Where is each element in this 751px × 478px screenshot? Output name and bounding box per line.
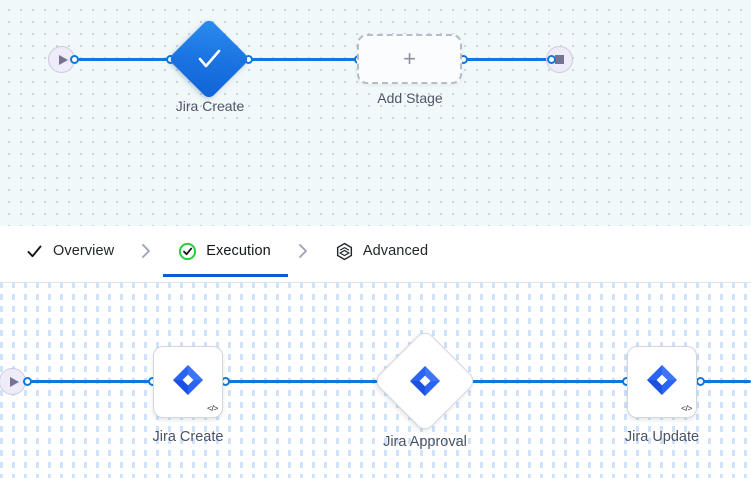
pipeline-step-tabs: Overview Execution [0,226,751,283]
check-icon [25,242,44,261]
node-label-jira-update: Jira Update [624,429,700,445]
node-label-jira-create-top: Jira Create [175,98,245,114]
port-jira-update-out[interactable] [696,377,705,386]
add-stage-button[interactable]: + [357,34,462,84]
tab-label-execution: Execution [206,243,271,259]
edge-start-to-jira-create [74,58,172,61]
plus-icon: + [403,46,416,71]
node-label-jira-approval: Jira Approval [383,434,467,450]
edge-jira-create-to-add-stage [248,58,358,61]
tab-label-overview: Overview [53,243,115,259]
edge-jira-approval-to-jira-update [466,380,626,383]
diamond-shape [167,17,251,101]
stop-icon [555,55,564,64]
tab-separator-1 [117,226,175,276]
execution-steps-canvas[interactable]: </> Jira Create Jira Approval </> [0,283,751,478]
edge-start-to-jira-create [26,380,152,383]
node-label-jira-create: Jira Create [152,429,224,445]
edge-add-stage-to-end [463,58,551,61]
port-end-in[interactable] [547,55,556,64]
port-start-out[interactable] [70,55,79,64]
edge-jira-update-out [700,380,751,383]
node-label-add-stage: Add Stage [377,90,443,106]
layers-hexagon-icon [335,242,354,261]
edge-jira-create-to-jira-approval [225,380,385,383]
tab-label-advanced: Advanced [362,243,429,259]
top-pipeline-canvas[interactable]: Jira Create + Add Stage [0,0,751,226]
tab-advanced[interactable]: Advanced [332,226,431,276]
play-icon [9,376,19,387]
code-badge-jira-update: </> [681,403,692,413]
code-badge-jira-create: </> [207,403,218,413]
node-jira-create-top[interactable] [167,17,251,101]
tab-separator-2 [274,226,332,276]
circle-check-icon [178,242,197,261]
port-start-out[interactable] [23,377,32,386]
diamond-shape [372,328,478,434]
tab-overview[interactable]: Overview [22,226,117,276]
play-icon [58,54,68,65]
tab-execution[interactable]: Execution [163,226,288,277]
